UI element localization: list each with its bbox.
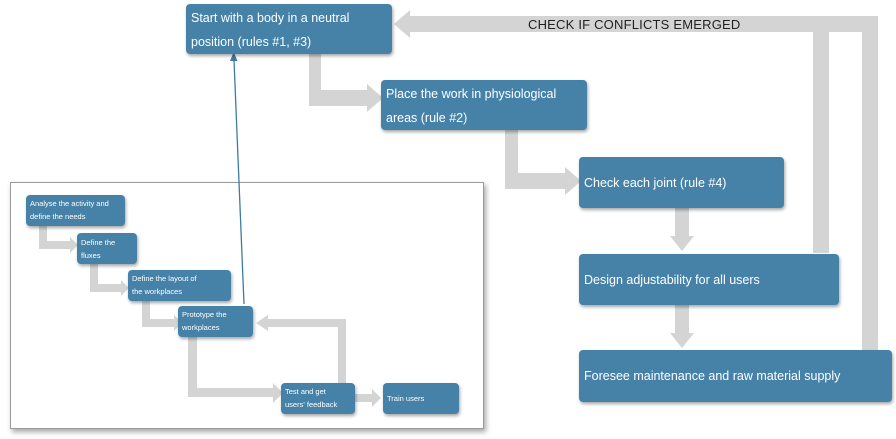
feedback-arrow-step5 (829, 16, 878, 350)
inset-step-define-layout: Define the layout of the workplaces (128, 270, 231, 301)
inset-step-train-users: Train users (383, 383, 459, 414)
step-neutral-position: Start with a body in a neutral position … (186, 4, 392, 54)
inset-step-test-feedback: Test and get users' feedback (281, 383, 355, 414)
step-line: Design adjustability for all users (584, 272, 760, 287)
inset-arrow-5-to-6 (355, 389, 381, 407)
inset-step-line: Test and get (285, 387, 326, 396)
inset-feedback-arrow (256, 315, 346, 383)
step-design-adjustability: Design adjustability for all users (579, 254, 839, 305)
inset-step-define-fluxes: Define the fluxes (77, 233, 137, 264)
step-line: position (rules #1, #3) (191, 35, 312, 49)
inset-process-panel: Analyse the activity and define the need… (10, 182, 484, 429)
inset-arrow-4-to-5 (188, 337, 283, 403)
arrow-step4-to-step5 (670, 305, 694, 348)
step-line: areas (rule #2) (386, 111, 468, 125)
inset-step-line: users' feedback (285, 400, 338, 409)
inset-step-analyse-activity: Analyse the activity and define the need… (26, 195, 125, 226)
step-maintenance-supply: Foresee maintenance and raw material sup… (579, 350, 892, 402)
inset-arrow-3-to-4 (142, 301, 182, 331)
step-line: Start with a body in a neutral (191, 11, 350, 25)
inset-connector-arrows (39, 225, 381, 407)
inset-step-line: Define the layout of (132, 274, 197, 283)
inset-step-prototype: Prototype the workplaces (178, 306, 253, 337)
inset-step-line: define the needs (30, 212, 86, 221)
inset-step-line: Analyse the activity and (30, 199, 109, 208)
step-physiological-areas: Place the work in physiological areas (r… (381, 80, 587, 130)
step-line: Foresee maintenance and raw material sup… (584, 369, 841, 383)
step-check-each-joint: Check each joint (rule #4) (579, 157, 784, 208)
inset-step-line: Define the fluxes (81, 237, 116, 260)
feedback-loop-label: CHECK IF CONFLICTS EMERGED (528, 17, 741, 32)
step-line: Place the work in physiological (386, 87, 557, 101)
inset-arrow-2-to-3 (90, 264, 129, 296)
inset-step-line: Train users (387, 394, 425, 403)
step-line: Check each joint (rule #4) (584, 175, 727, 190)
arrow-step1-to-step2 (309, 54, 383, 112)
arrow-step2-to-step3 (505, 130, 581, 195)
inset-step-line: Prototype the (182, 310, 227, 319)
inset-arrow-1-to-2 (39, 225, 78, 253)
inset-step-line: the workplaces (132, 287, 183, 296)
inset-step-line: workplaces (182, 323, 220, 332)
arrow-step3-to-step4 (670, 208, 694, 251)
